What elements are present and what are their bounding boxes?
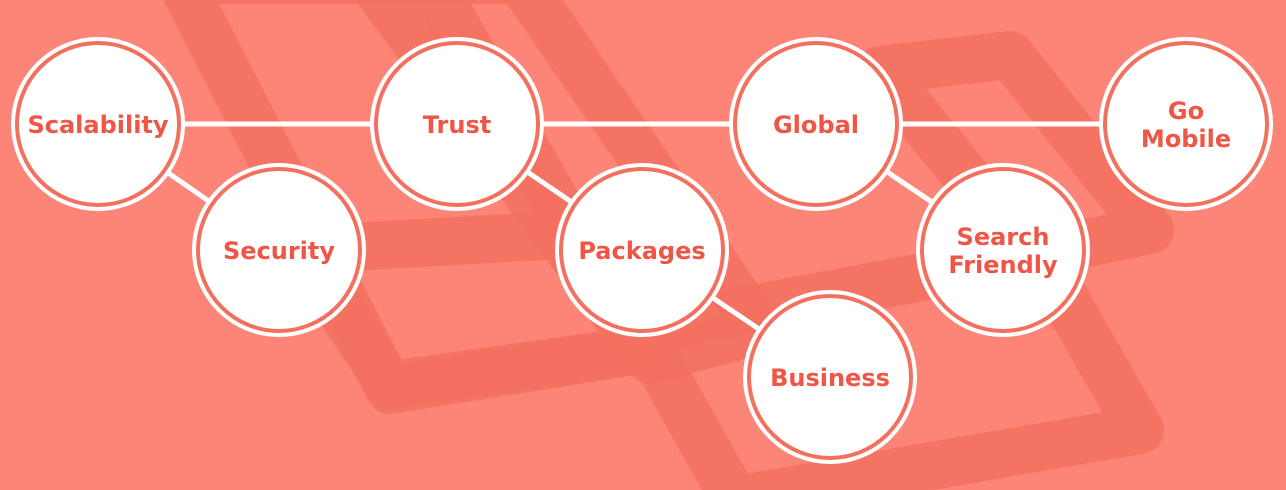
node-label: Trust bbox=[423, 111, 491, 139]
node-security: Security bbox=[192, 163, 366, 337]
node-inner-ring bbox=[1103, 41, 1269, 207]
node-inner-ring bbox=[747, 294, 913, 460]
node-packages: Packages bbox=[555, 163, 729, 337]
node-body bbox=[201, 172, 357, 328]
node-inner-ring bbox=[15, 41, 181, 207]
node-label: Business bbox=[770, 364, 890, 392]
node-label: Security bbox=[223, 237, 335, 265]
node-label: Mobile bbox=[1141, 125, 1231, 153]
node-business: Business bbox=[743, 290, 917, 464]
node-inner-ring bbox=[559, 167, 725, 333]
node-label: Packages bbox=[578, 237, 705, 265]
watermark-shape bbox=[276, 211, 664, 409]
node-body bbox=[925, 172, 1081, 328]
node-inner-ring bbox=[733, 41, 899, 207]
node-label: Global bbox=[773, 111, 859, 139]
node-label: Search bbox=[957, 223, 1050, 251]
node-scalability: Scalability bbox=[11, 37, 185, 211]
node-body bbox=[564, 172, 720, 328]
watermark-shape bbox=[616, 231, 1164, 490]
node-label: Go bbox=[1168, 97, 1204, 125]
node-body bbox=[1108, 46, 1264, 202]
node-inner-ring bbox=[374, 41, 540, 207]
node-global: Global bbox=[729, 37, 903, 211]
node-body bbox=[738, 46, 894, 202]
node-inner-ring bbox=[920, 167, 1086, 333]
node-inner-ring bbox=[196, 167, 362, 333]
node-label: Friendly bbox=[948, 251, 1058, 279]
node-trust: Trust bbox=[370, 37, 544, 211]
node-body bbox=[20, 46, 176, 202]
node-body bbox=[752, 299, 908, 455]
node-body bbox=[379, 46, 535, 202]
node-label: Scalability bbox=[27, 111, 168, 139]
